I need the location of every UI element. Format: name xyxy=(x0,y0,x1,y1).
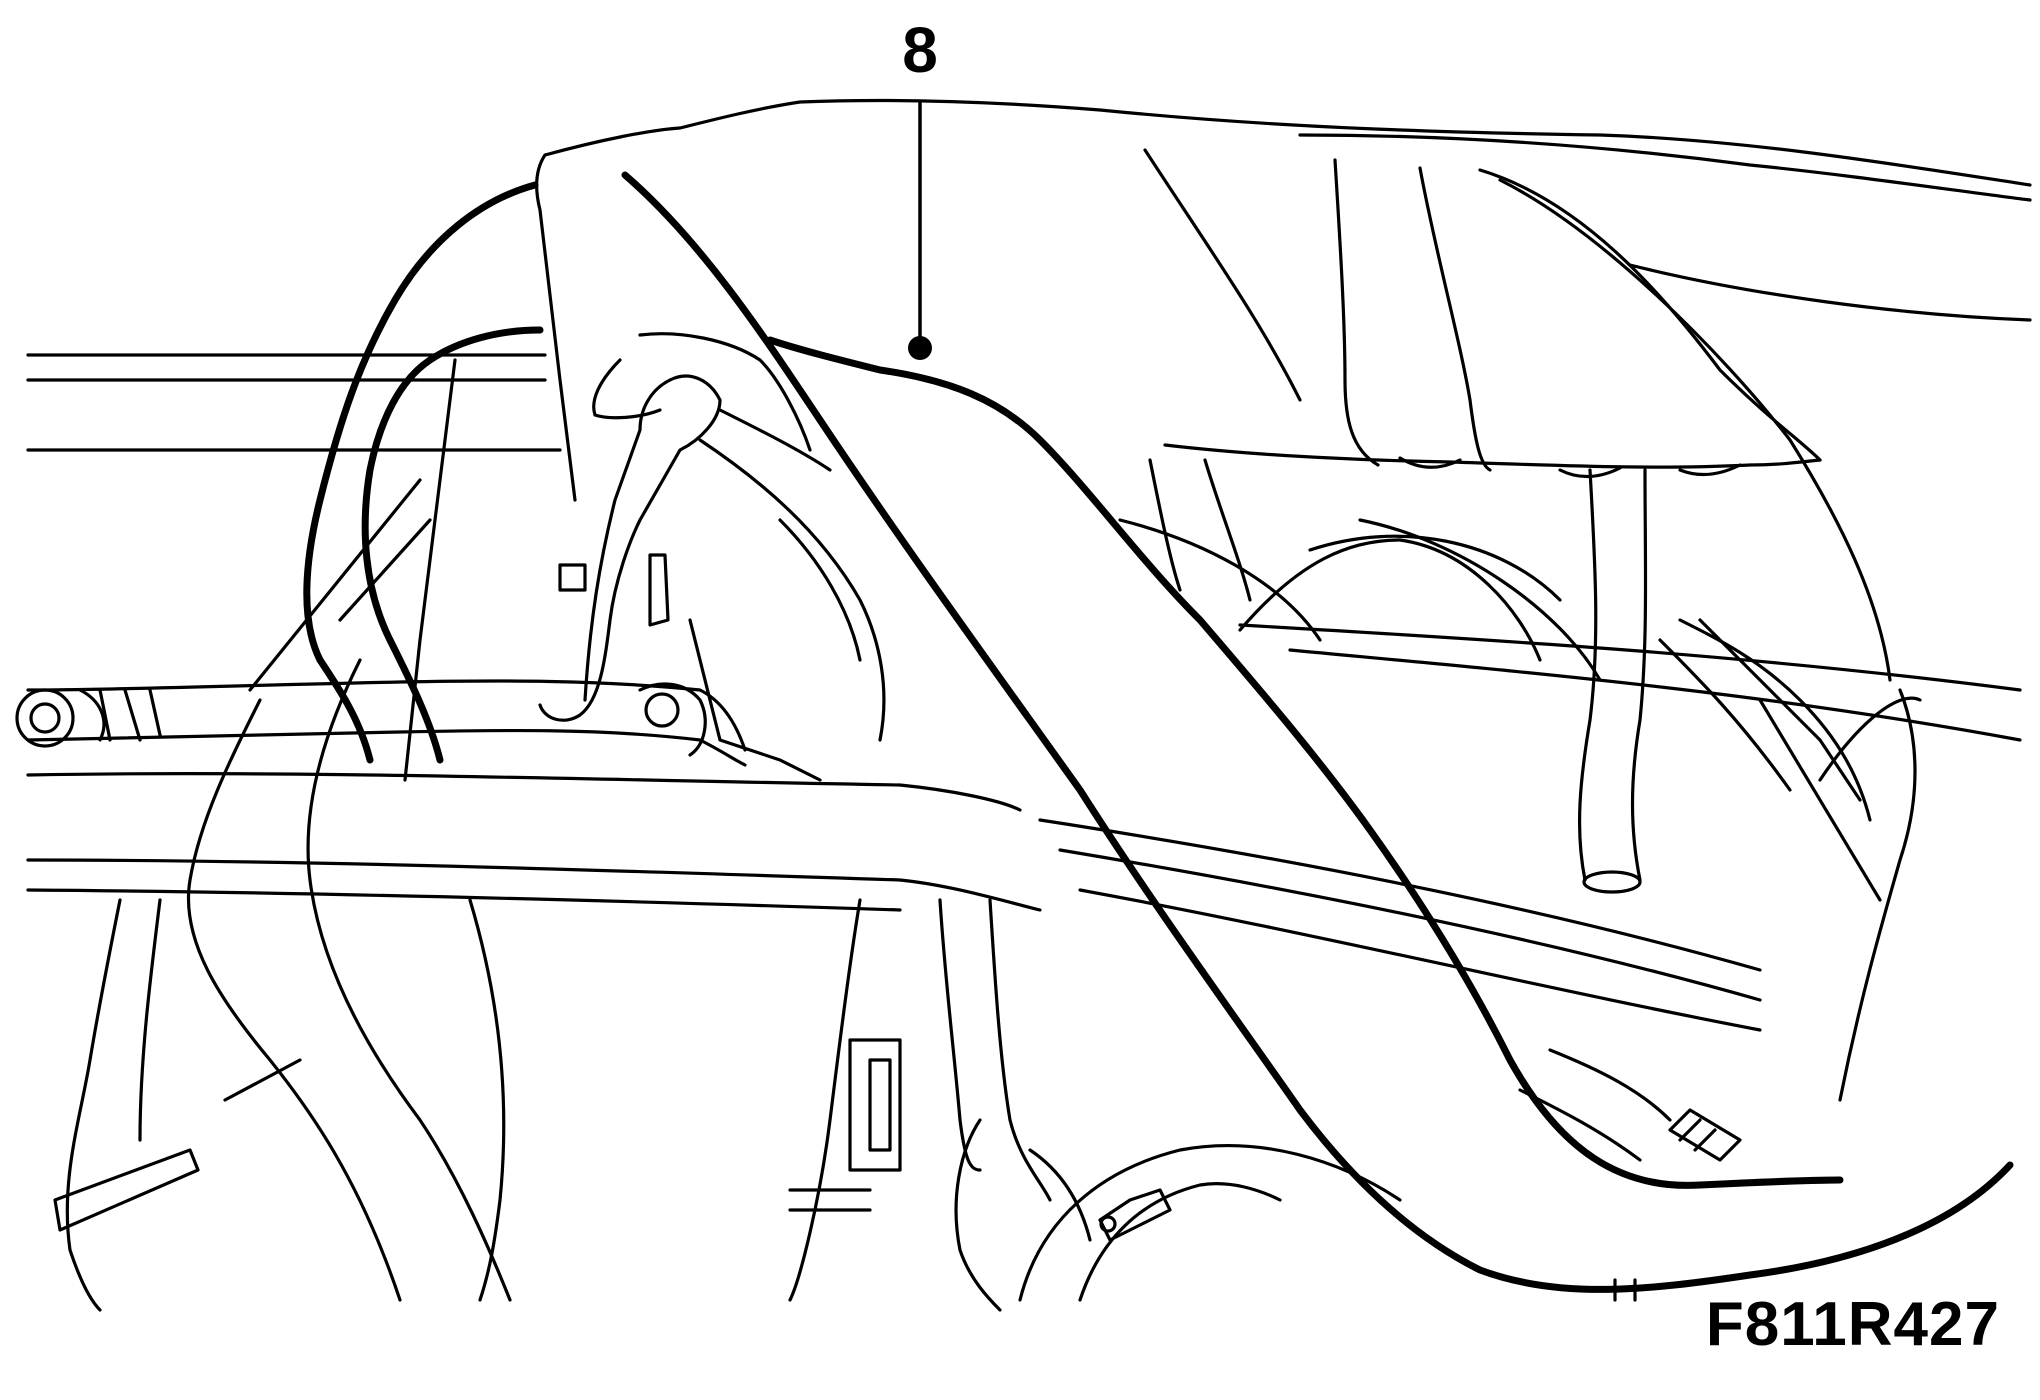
right-inner-curves xyxy=(1238,534,1872,1302)
callout-leader xyxy=(908,100,932,360)
roof-bow-crossbar xyxy=(15,679,747,767)
right-crossbar xyxy=(1038,623,2022,1032)
roof-fabric xyxy=(535,98,2032,682)
seat-back xyxy=(1018,1144,1402,1302)
cable-hose xyxy=(303,181,544,764)
hanging-strap xyxy=(1577,468,1648,894)
body-rails xyxy=(26,353,1042,912)
linkage-arm xyxy=(538,374,822,782)
lower-center-frame xyxy=(788,898,1092,1312)
lower-left-structure xyxy=(53,658,512,1312)
figure-code: F811R427 xyxy=(1705,1290,2000,1359)
callout-label: 8 xyxy=(902,14,938,86)
weatherstrip-seal xyxy=(621,171,2014,1293)
inner-structure xyxy=(248,358,1922,1102)
